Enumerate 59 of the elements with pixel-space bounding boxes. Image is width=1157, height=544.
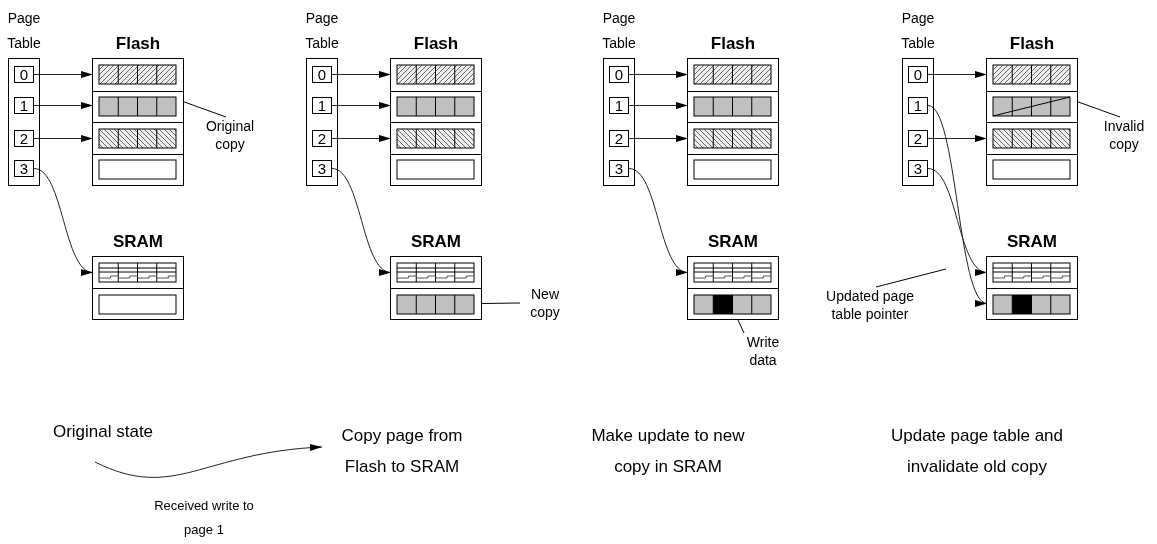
callout-text: Invalid copy [1094, 117, 1154, 153]
table-entry: 0 [312, 66, 332, 83]
arrow [331, 102, 392, 109]
memory-heading: Flash [412, 34, 460, 55]
callout-text: Original copy [200, 117, 260, 153]
table-entry: 1 [312, 97, 332, 114]
memory-heading: SRAM [111, 232, 165, 253]
memory-heading: SRAM [1005, 232, 1059, 253]
arrow [927, 105, 988, 304]
table-entry: 1 [908, 97, 928, 114]
arrow [94, 444, 323, 478]
table-heading: Page Table [900, 9, 936, 53]
arrow [628, 71, 689, 78]
leader-line [182, 101, 227, 118]
memory-heading: Flash [114, 34, 162, 55]
arrow [927, 135, 988, 142]
arrow [628, 102, 689, 109]
arrow [33, 168, 94, 273]
table-entry: 3 [908, 160, 928, 177]
arrow [33, 102, 94, 109]
arrow [628, 135, 689, 142]
step-caption: Copy page from Flash to SRAM [341, 426, 463, 476]
leader-line [875, 268, 947, 288]
leader-line [1076, 101, 1121, 118]
arrow [33, 71, 94, 78]
table-entry: 2 [908, 130, 928, 147]
callout-text: Updated page table pointer [814, 287, 926, 323]
step-caption: Update page table and invalidate old copy [889, 425, 1064, 478]
arrow [927, 71, 988, 78]
step-caption: Make update to new copy in SRAM [590, 425, 746, 478]
arrow [927, 168, 988, 273]
arrow [331, 135, 392, 142]
arrow [331, 168, 392, 273]
callout-text: New copy [520, 285, 570, 321]
table-entry: 2 [609, 130, 629, 147]
table-entry: 2 [312, 130, 332, 147]
callout-text: Write data [741, 333, 785, 369]
table-entry: 1 [609, 97, 629, 114]
memory-heading: SRAM [409, 232, 463, 253]
table-entry: 3 [312, 160, 332, 177]
memory-heading: SRAM [706, 232, 760, 253]
memory-heading: Flash [709, 34, 757, 55]
step-caption: Original state [52, 422, 154, 441]
table-entry: 0 [14, 66, 34, 83]
arrow [331, 71, 392, 78]
table-entry: 3 [609, 160, 629, 177]
leader-line [480, 302, 521, 304]
leader-line [737, 318, 745, 334]
table-entry: 0 [908, 66, 928, 83]
table-heading: Page Table [6, 9, 42, 53]
table-heading: Page Table [304, 9, 340, 53]
table-entry: 3 [14, 160, 34, 177]
table-entry: 1 [14, 97, 34, 114]
table-heading: Page Table [601, 9, 637, 53]
table-entry: 0 [609, 66, 629, 83]
memory-heading: Flash [1008, 34, 1056, 55]
arrow [628, 168, 689, 273]
arrow [33, 135, 94, 142]
table-entry: 2 [14, 130, 34, 147]
